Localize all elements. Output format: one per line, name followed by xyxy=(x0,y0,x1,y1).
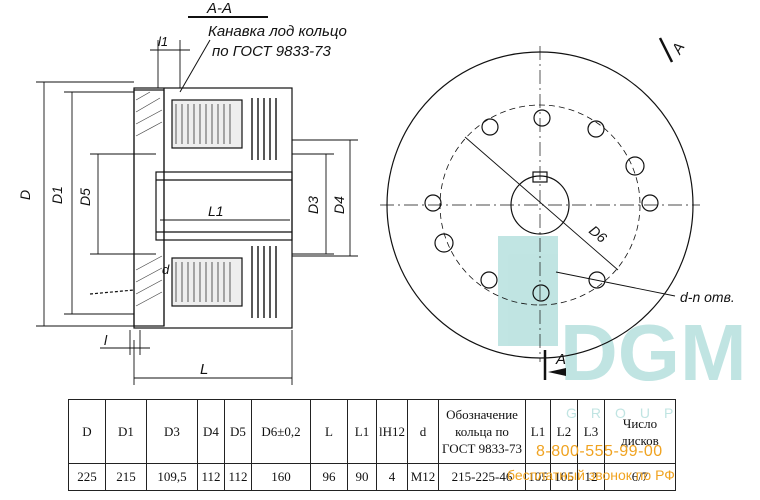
coil-top-hatch xyxy=(175,104,231,144)
dim-L: L xyxy=(200,361,208,378)
view-arrow-bottom-head xyxy=(548,368,566,376)
holes-leader xyxy=(555,271,676,297)
flange-outline xyxy=(133,89,165,327)
bolt-holes xyxy=(424,109,659,302)
cell-D6: 160 xyxy=(251,463,311,491)
dim-L1: L1 xyxy=(208,203,224,219)
coil-top xyxy=(171,99,243,149)
dim-D5: D5 xyxy=(77,188,93,206)
cell-L2: 105 xyxy=(550,463,578,491)
cell-ring: 215-225-46 xyxy=(438,463,526,491)
watermark-block-left xyxy=(498,236,558,346)
dgm-watermark: DGM GROUP xyxy=(498,236,747,421)
col-discs: Число дисков xyxy=(604,399,676,464)
dim-D4: D4 xyxy=(331,196,347,214)
cell-d: M12 xyxy=(407,463,439,491)
dim-l1: l1 xyxy=(158,34,168,49)
cell-D: 225 xyxy=(68,463,106,491)
col-D6: D6±0,2 xyxy=(251,399,311,464)
col-D4: D4 xyxy=(197,399,225,464)
col-D: D xyxy=(68,399,106,464)
discs-bottom xyxy=(251,246,277,318)
dim-D: D xyxy=(17,190,33,200)
col-lH12: lH12 xyxy=(376,399,408,464)
dim-d: d xyxy=(162,262,170,277)
cell-D1: 215 xyxy=(105,463,147,491)
dimension-lines xyxy=(36,40,358,385)
view-arrow-bottom-label: A xyxy=(555,351,566,368)
lead-wire xyxy=(89,289,135,295)
coil-bottom xyxy=(171,257,243,307)
cell-discs: 6/7 xyxy=(604,463,676,491)
callout-line2: по ГОСТ 9833-73 xyxy=(212,43,331,60)
section-title: A-A xyxy=(206,0,232,17)
dim-D6: D6 xyxy=(586,222,610,246)
watermark-call-note: бесплатный звонок по РФ xyxy=(507,467,675,483)
callout-line1: Канавка лод кольцо xyxy=(208,23,347,40)
col-L1: L1 xyxy=(347,399,377,464)
cell-D3: 109,5 xyxy=(146,463,198,491)
cell-L3: 12 xyxy=(577,463,605,491)
discs-top xyxy=(251,98,277,160)
cell-D4: 112 xyxy=(197,463,225,491)
col-D5: D5 xyxy=(224,399,252,464)
col-D3: D3 xyxy=(146,399,198,464)
dim-D3: D3 xyxy=(305,196,321,214)
flange-hatch xyxy=(135,91,163,307)
dim-holes: d-n отв. xyxy=(680,289,735,305)
cell-L: 96 xyxy=(310,463,348,491)
cell-lH12: 4 xyxy=(376,463,408,491)
clutch-section-view xyxy=(89,87,293,329)
col-L1b: L1 xyxy=(525,399,551,464)
col-d: d xyxy=(407,399,439,464)
col-L: L xyxy=(310,399,348,464)
dim-l: l xyxy=(104,332,108,348)
watermark-brand: DGM xyxy=(560,308,747,397)
spec-table: D D1 D3 D4 D5 D6±0,2 L L1 lH12 d Обознач… xyxy=(68,399,676,491)
spec-table-header-row: D D1 D3 D4 D5 D6±0,2 L L1 lH12 d Обознач… xyxy=(68,399,676,464)
dim-D1: D1 xyxy=(49,186,65,204)
col-ring: Обозначение кольца по ГОСТ 9833-73 xyxy=(438,399,526,464)
watermark-phone: 8-800-555-99-00 xyxy=(536,443,663,460)
col-D1: D1 xyxy=(105,399,147,464)
end-view xyxy=(380,46,700,362)
callout-leader xyxy=(179,39,211,93)
col-L3: L3 xyxy=(577,399,605,464)
bore xyxy=(155,171,293,241)
view-arrow-top xyxy=(658,37,674,63)
cell-L1: 90 xyxy=(347,463,377,491)
D6-dim-line xyxy=(464,136,619,271)
cell-D5: 112 xyxy=(224,463,252,491)
spec-table-row: 225 215 109,5 112 112 160 96 90 4 M12 21… xyxy=(68,463,676,491)
view-arrow-top-label: A xyxy=(668,40,688,58)
coil-bottom-hatch xyxy=(175,262,231,302)
